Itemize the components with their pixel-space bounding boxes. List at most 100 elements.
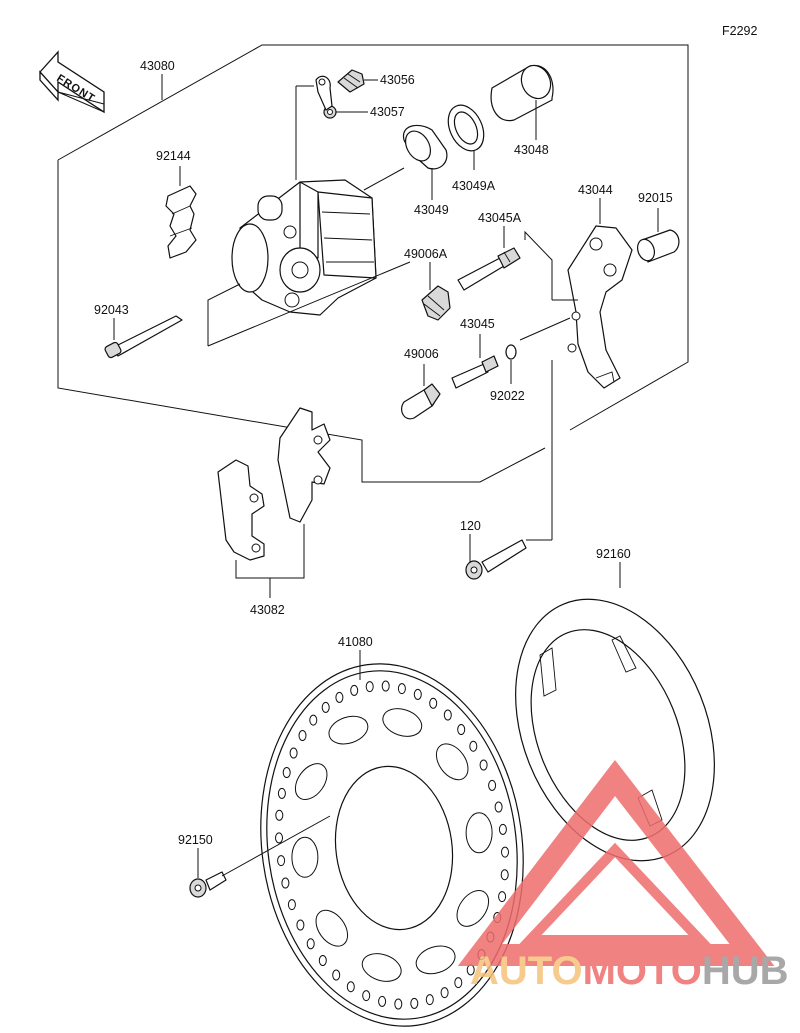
disc-hole [275,832,283,844]
disc-hole [298,730,307,741]
label-43044: 43044 [578,183,613,197]
bleeder-valve [337,69,365,93]
pin-clip [505,344,517,360]
disc-cutout [361,953,402,982]
disc-cutout [382,708,423,737]
brake-pad-front [277,407,331,523]
disc-cutout [456,890,490,927]
label-92043: 92043 [94,303,129,317]
label-43080: 43080 [140,59,175,73]
bracket-boot [636,229,680,263]
label-92022: 92022 [490,389,525,403]
disc-hole [318,955,327,966]
disc-hole [413,688,422,700]
label-43049A: 43049A [452,179,496,193]
disc-hole [479,759,488,771]
label-43057: 43057 [370,105,405,119]
disc-hole [500,869,509,881]
piston [490,64,554,122]
disc-hole [410,997,419,1009]
disc-hole [321,701,330,713]
pad-spring [165,185,197,259]
label-92160: 92160 [596,547,631,561]
disc-cutout [435,743,469,781]
disc-hole [443,709,452,721]
label-49006: 49006 [404,347,439,361]
disc-hole [378,995,387,1007]
label-43045: 43045 [460,317,495,331]
bracket-bolt [465,539,527,580]
label-43048: 43048 [514,143,549,157]
svg-text:AUTOMOTOHUB: AUTOMOTOHUB [470,949,789,993]
label-92150: 92150 [178,833,213,847]
disc-hole [488,779,497,791]
disc-hole [440,987,449,999]
assembly-frame-bottom [57,160,546,483]
brake-disc [260,663,524,1027]
pad-pin [104,315,183,359]
watermark-text-auto: AUTO [470,949,583,993]
piston-seal [402,124,448,170]
slide-pin-a [457,247,521,291]
watermark-triangle [457,759,775,966]
disc-hole [277,855,286,867]
watermark-logo: AUTOMOTOHUB [457,759,789,993]
disc-cutout [291,836,319,878]
disc-hole [335,691,344,703]
disc-hole [457,724,466,735]
front-arrow-icon: FRONT [39,50,105,114]
label-41080: 41080 [338,635,373,649]
disc-bolt [189,871,227,898]
disc-hole [498,823,507,835]
disc-hole [381,680,390,692]
caliper-body [231,179,377,316]
disc-hole [362,990,371,1002]
label-43082: 43082 [250,603,285,617]
disc-hole [282,767,291,778]
disc-cutout [328,715,369,745]
disc-hole [425,994,434,1006]
label-120: 120 [460,519,481,533]
diagram-code: F2292 [722,24,757,38]
disc-cutout [294,763,328,800]
disc-hole [397,683,406,695]
slide-pin [451,355,499,389]
slide-boot [401,383,441,420]
disc-hole [454,977,463,989]
watermark-text-moto: MOTO [583,949,702,993]
disc-hole [309,714,318,726]
disc-cutout [415,945,456,975]
disc-hole [498,891,507,903]
label-43056: 43056 [380,73,415,87]
disc-hole [494,801,503,813]
brake-pad-rear [217,459,265,561]
label-43049: 43049 [414,203,449,217]
leader-lines [113,74,659,878]
caliper-bracket [567,225,633,389]
dust-seal [447,104,485,152]
part-labels: 43080 43056 43057 43048 92144 43049A 430… [94,59,673,847]
disc-hole [275,809,284,821]
disc-hole [287,899,296,911]
disc-hole [429,697,438,709]
disc-hole [289,747,298,759]
label-49006A: 49006A [404,247,448,261]
disc-cover-ring [515,598,715,862]
slide-boot-a [421,285,451,321]
label-92144: 92144 [156,149,191,163]
label-92015: 92015 [638,191,673,205]
disc-hole [296,919,305,931]
disc-hole [501,846,509,858]
assembly-frame [57,44,689,431]
disc-hole [346,981,355,993]
disc-hole [277,787,286,799]
disc-cutout [315,909,349,947]
disc-hole [350,684,359,696]
disc-cutout [465,812,493,854]
label-43045A: 43045A [478,211,522,225]
disc-hole [306,938,315,950]
disc-hole [332,969,341,981]
disc-hole [281,877,290,889]
watermark-text-hub: HUB [702,949,789,993]
